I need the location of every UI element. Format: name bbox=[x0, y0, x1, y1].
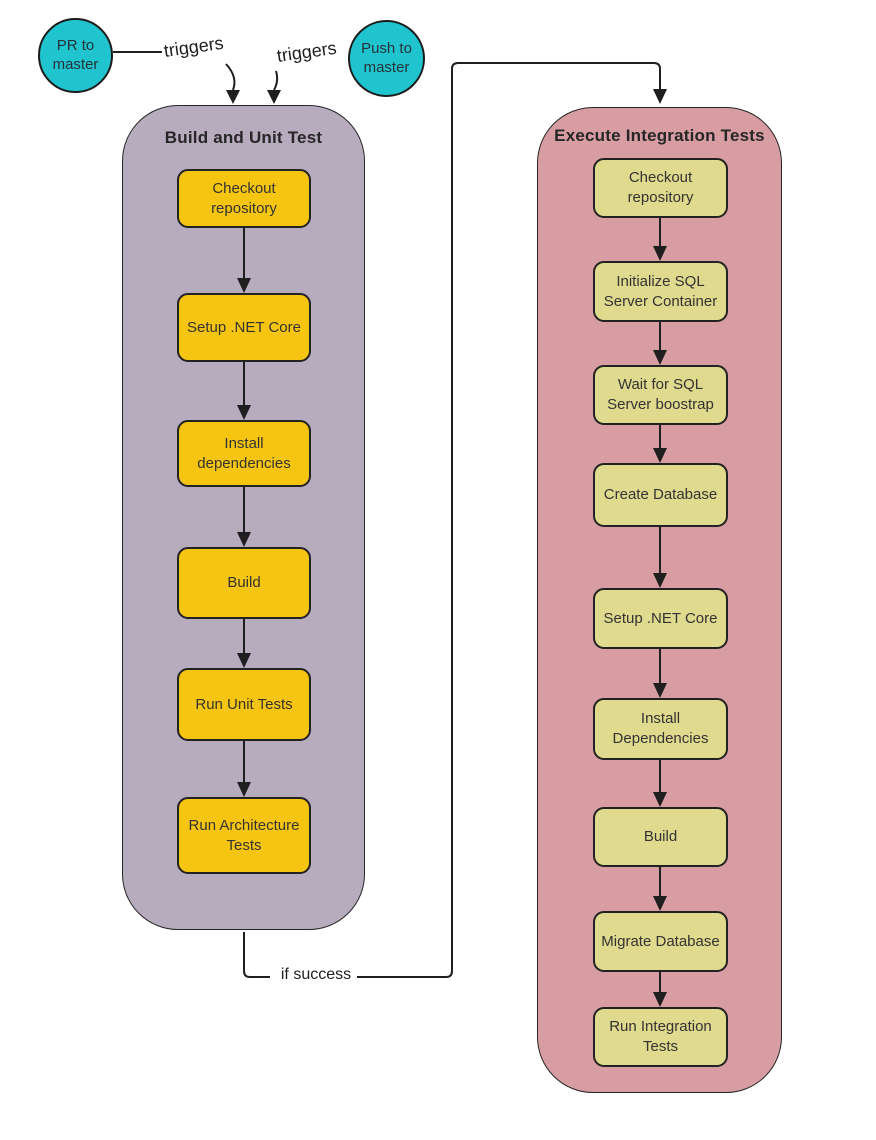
integration-step-setup-dotnet-core: Setup .NET Core bbox=[593, 588, 728, 649]
integration-step-run-integration-tests: Run Integration Tests bbox=[593, 1007, 728, 1067]
integration-step-connectors bbox=[653, 218, 667, 1007]
build-pipeline-title: Build and Unit Test bbox=[164, 128, 323, 147]
if-success-label: if success bbox=[280, 966, 352, 983]
build-step-install-dependencies: Install dependencies bbox=[177, 420, 311, 487]
build-step-run-architecture-tests: Run Architecture Tests bbox=[177, 797, 311, 874]
if-success-connector bbox=[243, 62, 667, 978]
integration-step-checkout-repository: Checkout repository bbox=[593, 158, 728, 218]
integration-step-install-dependencies: Install Dependencies bbox=[593, 698, 728, 760]
build-step-checkout-repository: Checkout repository bbox=[177, 169, 311, 228]
integration-step-create-database: Create Database bbox=[593, 463, 728, 527]
pr-to-master-circle: PR to master bbox=[38, 18, 113, 93]
integration-step-migrate-database: Migrate Database bbox=[593, 911, 728, 972]
integration-step-build: Build bbox=[593, 807, 728, 867]
integration-step-wait-for-sql-server-bootstrap: Wait for SQL Server boostrap bbox=[593, 365, 728, 425]
integration-pipeline-title: Execute Integration Tests bbox=[554, 126, 765, 145]
push-to-master-circle: Push to master bbox=[348, 20, 425, 97]
build-step-build: Build bbox=[177, 547, 311, 619]
build-step-run-unit-tests: Run Unit Tests bbox=[177, 668, 311, 741]
integration-step-initialize-sql-server-container: Initialize SQL Server Container bbox=[593, 261, 728, 322]
push-trigger-arrow bbox=[267, 70, 281, 104]
build-step-setup-dotnet-core: Setup .NET Core bbox=[177, 293, 311, 362]
build-step-connectors bbox=[237, 228, 251, 797]
pr-trigger-arrow bbox=[225, 63, 240, 104]
